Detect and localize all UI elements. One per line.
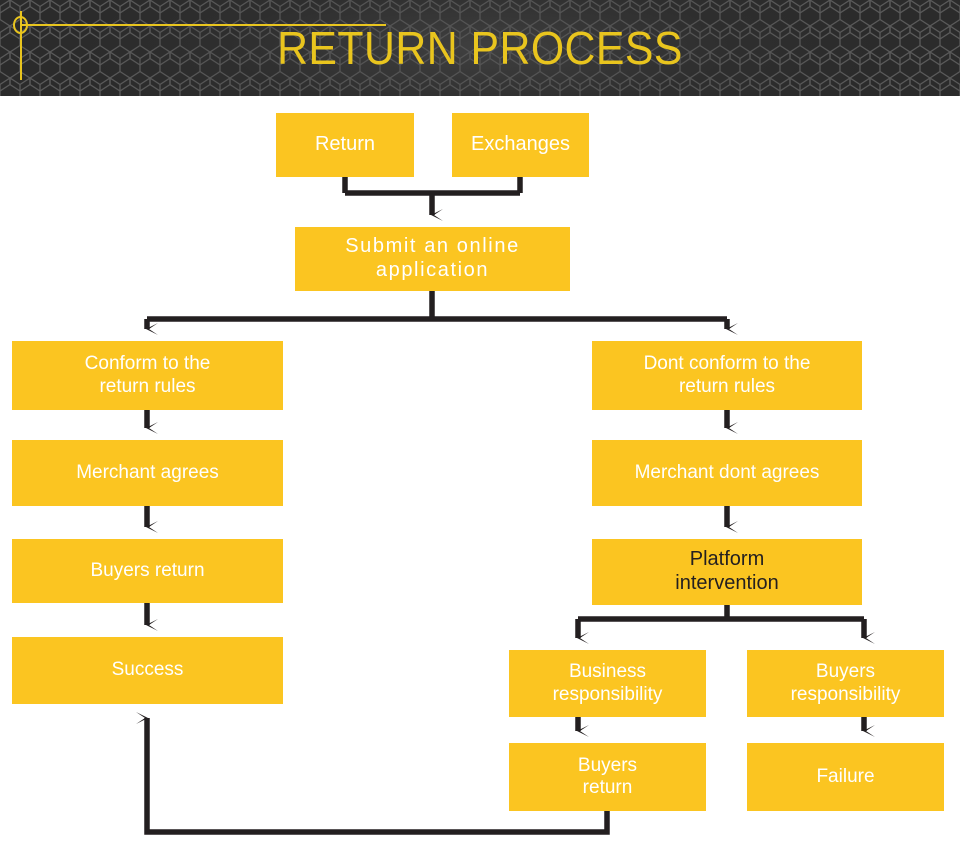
node-buyers-return-bottom[interactable]: Buyers return: [509, 743, 706, 811]
node-conform-return-rules[interactable]: Conform to the return rules: [12, 341, 283, 410]
node-submit-application[interactable]: Submit an online application: [295, 227, 570, 291]
node-exchanges[interactable]: Exchanges: [452, 113, 589, 177]
decor-horizontal-rule: [20, 24, 386, 26]
node-platform-intervention[interactable]: Platform intervention: [592, 539, 862, 605]
page-title: RETURN PROCESS: [277, 22, 683, 74]
node-dont-conform-return-rules[interactable]: Dont conform to the return rules: [592, 341, 862, 410]
node-success[interactable]: Success: [12, 637, 283, 704]
node-buyers-return-left[interactable]: Buyers return: [12, 539, 283, 603]
node-business-responsibility[interactable]: Business responsibility: [509, 650, 706, 717]
node-buyers-responsibility[interactable]: Buyers responsibility: [747, 650, 944, 717]
node-merchant-agrees[interactable]: Merchant agrees: [12, 440, 283, 506]
node-merchant-dont-agrees[interactable]: Merchant dont agrees: [592, 440, 862, 506]
node-failure[interactable]: Failure: [747, 743, 944, 811]
node-return[interactable]: Return: [276, 113, 414, 177]
decor-vertical-rule: [20, 11, 22, 80]
decor-circle-icon: [13, 16, 28, 34]
